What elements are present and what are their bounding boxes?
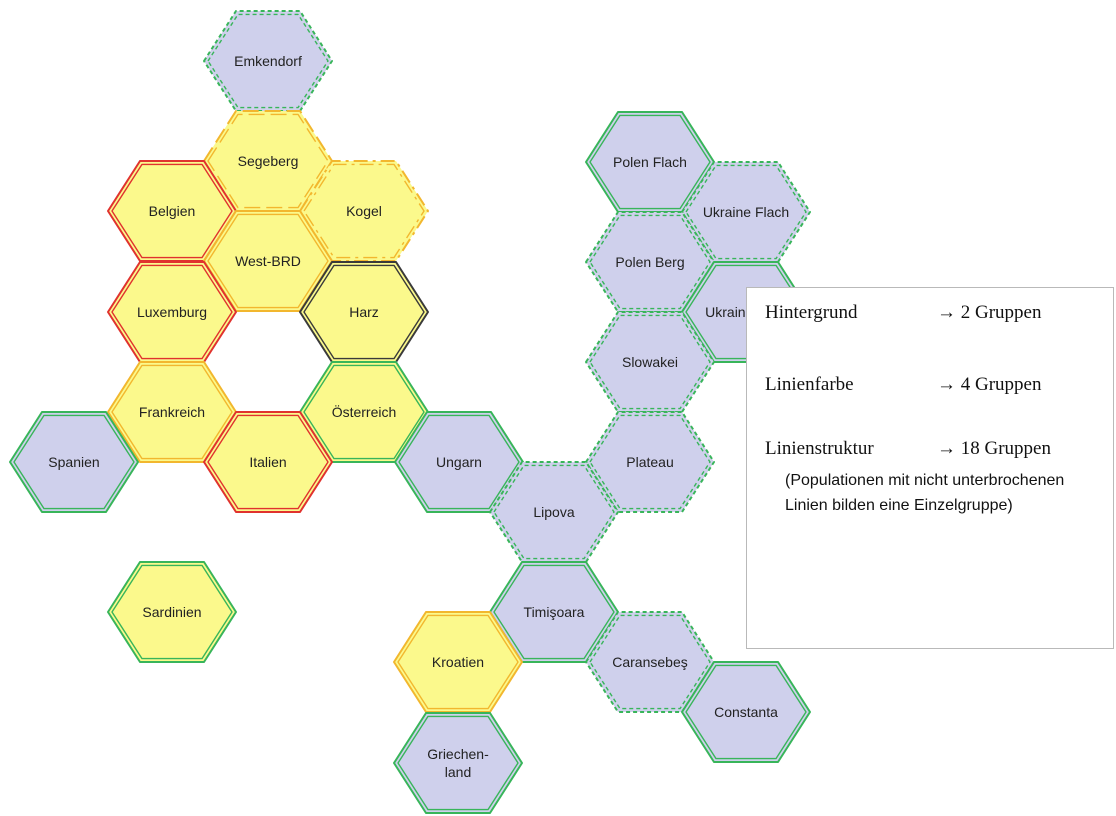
hexagon-inner-border [111, 264, 233, 360]
hexagon-inner-border [303, 264, 425, 360]
hexagon-ungarn: Ungarn [394, 411, 524, 513]
hexagon-label: Spanien [48, 454, 99, 470]
hexagon-label: Caransebeş [612, 654, 688, 670]
legend-key: Linienstruktur [765, 438, 874, 459]
hexagon-frankreich: Frankreich [107, 361, 237, 463]
hexagon-italien: Italien [203, 411, 333, 513]
legend-value: → 2 Gruppen [937, 302, 1042, 323]
hexagon-inner-border [685, 164, 807, 260]
hexagon-inner-border [207, 213, 329, 309]
hexagon-polen-flach: Polen Flach [585, 111, 715, 213]
hexagon-label: Ungarn [436, 454, 482, 470]
hexagon-label: Polen Berg [615, 254, 684, 270]
hexagon-label: Plateau [626, 454, 673, 470]
hexagon-inner-border [398, 414, 520, 510]
hexagon-inner-border [207, 414, 329, 510]
hexagon-inner-border [13, 414, 135, 510]
hexagon-inner-border [493, 564, 615, 660]
hexagon-inner-border [111, 564, 233, 660]
hexagon-label: Timişoara [524, 604, 585, 620]
hexagon-luxemburg: Luxemburg [107, 261, 237, 363]
legend-row-background: Hintergrund → 2 Gruppen [765, 302, 1041, 324]
hexagon-inner-border [111, 364, 233, 460]
hexagon-inner-border [207, 13, 329, 109]
hexagon-label: Kroatien [432, 654, 484, 670]
hexagon-label: Polen Flach [613, 154, 687, 170]
hexagon-label: Sardinien [142, 604, 201, 620]
hexagon-inner-border [397, 614, 519, 710]
hexagon-plateau: Plateau [585, 411, 715, 513]
hexagon-label: Lipova [533, 504, 574, 520]
hexagon-label: Slowakei [622, 354, 678, 370]
hexagon-sardinien: Sardinien [107, 561, 237, 663]
hexagon-label: Harz [349, 304, 379, 320]
hexagon-label: Österreich [332, 403, 397, 420]
hexagon-outer-border [107, 561, 237, 663]
hexagon-label: Italien [249, 454, 286, 470]
hexagon-label: Luxemburg [137, 304, 207, 320]
hexagon-label: Frankreich [139, 404, 205, 420]
hexagon-inner-border [589, 114, 711, 210]
legend-box: Hintergrund → 2 Gruppen Linienfarbe → 4 Gr… [746, 287, 1114, 649]
hexagon-label: Kogel [346, 203, 382, 219]
hexagon-inner-border [397, 715, 519, 811]
hexagon-outer-border [681, 161, 811, 263]
hexagon-label: Constanta [714, 704, 778, 720]
hexagon-label: Segeberg [238, 153, 299, 169]
hexagon-inner-border [589, 414, 711, 510]
hexagon-label: Emkendorf [234, 53, 302, 69]
hexagon-inner-border [303, 163, 425, 259]
hexagon-outer-border [203, 411, 333, 513]
legend-key: Linienfarbe [765, 374, 854, 395]
hexagon-outer-border [393, 712, 523, 814]
hexagon-caransebes: Caransebeş [585, 611, 715, 713]
hexagon-timisoara: Timişoara [489, 561, 619, 663]
hexagon-spanien: Spanien [9, 411, 139, 513]
hexagon-inner-border [207, 113, 329, 209]
legend-row-line-color: Linienfarbe → 4 Gruppen [765, 374, 1041, 396]
hexagon-outer-border [9, 411, 139, 513]
hexagon-inner-border [493, 464, 615, 560]
legend-value: → 18 Gruppen [937, 438, 1051, 459]
hexagon-constanta: Constanta [681, 661, 811, 763]
hexagon-oesterreich: Österreich [299, 361, 429, 463]
hexagon-label: Ukraine Flach [703, 204, 789, 220]
hexagon-inner-border [685, 664, 807, 760]
hexagon-inner-border [589, 314, 711, 410]
hexagon-ukraine-flach: Ukraine Flach [681, 161, 811, 263]
hexagon-inner-border [589, 214, 711, 310]
hexagon-inner-border [303, 364, 425, 460]
hexagon-griechenland: Griechen-land [393, 712, 523, 814]
hexagon-label: West-BRD [235, 253, 301, 269]
hexagon-outer-border [585, 411, 715, 513]
legend-key: Hintergrund [765, 302, 858, 323]
hexagon-slowakei: Slowakei [585, 311, 715, 413]
hexagon-label: Belgien [149, 203, 196, 219]
hexagon-emkendorf: Emkendorf [203, 10, 333, 112]
hexagon-inner-border [589, 614, 711, 710]
legend-value: → 4 Gruppen [937, 374, 1042, 395]
hexagon-outer-border [681, 661, 811, 763]
hexagon-lipova: Lipova [489, 461, 619, 563]
hexagon-kogel: Kogel [299, 160, 429, 262]
hexagon-outer-border [489, 461, 619, 563]
legend-row-line-structure: Linienstruktur → 18 Gruppen [765, 438, 1051, 460]
hexagon-inner-border [111, 163, 233, 259]
legend-note: (Populationen mit nicht unterbrochenen L… [785, 472, 1065, 514]
hexagon-label: Griechen-land [427, 746, 489, 780]
hexagon-outer-border [585, 311, 715, 413]
hexagon-outer-border [203, 10, 333, 112]
